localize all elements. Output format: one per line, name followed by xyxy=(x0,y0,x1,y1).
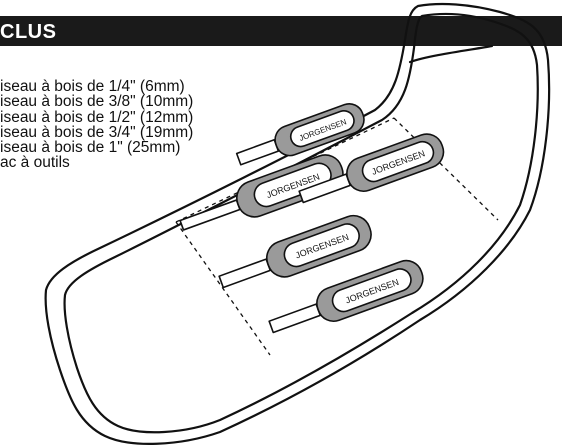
chisel: JORGENSEN xyxy=(218,214,372,289)
chisel: JORGENSEN xyxy=(298,133,445,204)
list-item: iseau à bois de 3/4" (19mm) xyxy=(0,123,194,141)
list-item: iseau à bois de 1/4" (6mm) xyxy=(0,78,185,95)
list-item: iseau à bois de 3/8" (10mm) xyxy=(0,93,194,111)
chisels: JORGENSEN JORGENSEN JORGENSEN JORGENSEN … xyxy=(179,103,445,334)
list-item: iseau à bois de 1/2" (12mm) xyxy=(0,108,194,126)
chisel: JORGENSEN xyxy=(179,154,344,231)
header-bar xyxy=(0,16,562,46)
section-title: CLUS xyxy=(0,21,57,43)
list-item: iseau à bois de 1" (25mm) xyxy=(0,139,181,157)
list-item: ac à outils xyxy=(0,154,70,172)
contents-list: iseau à bois de 1/4" (6mm) iseau à bois … xyxy=(0,79,193,171)
tool-pouch xyxy=(44,2,551,445)
chisel: JORGENSEN xyxy=(268,259,424,334)
chisel: JORGENSEN xyxy=(235,103,365,166)
